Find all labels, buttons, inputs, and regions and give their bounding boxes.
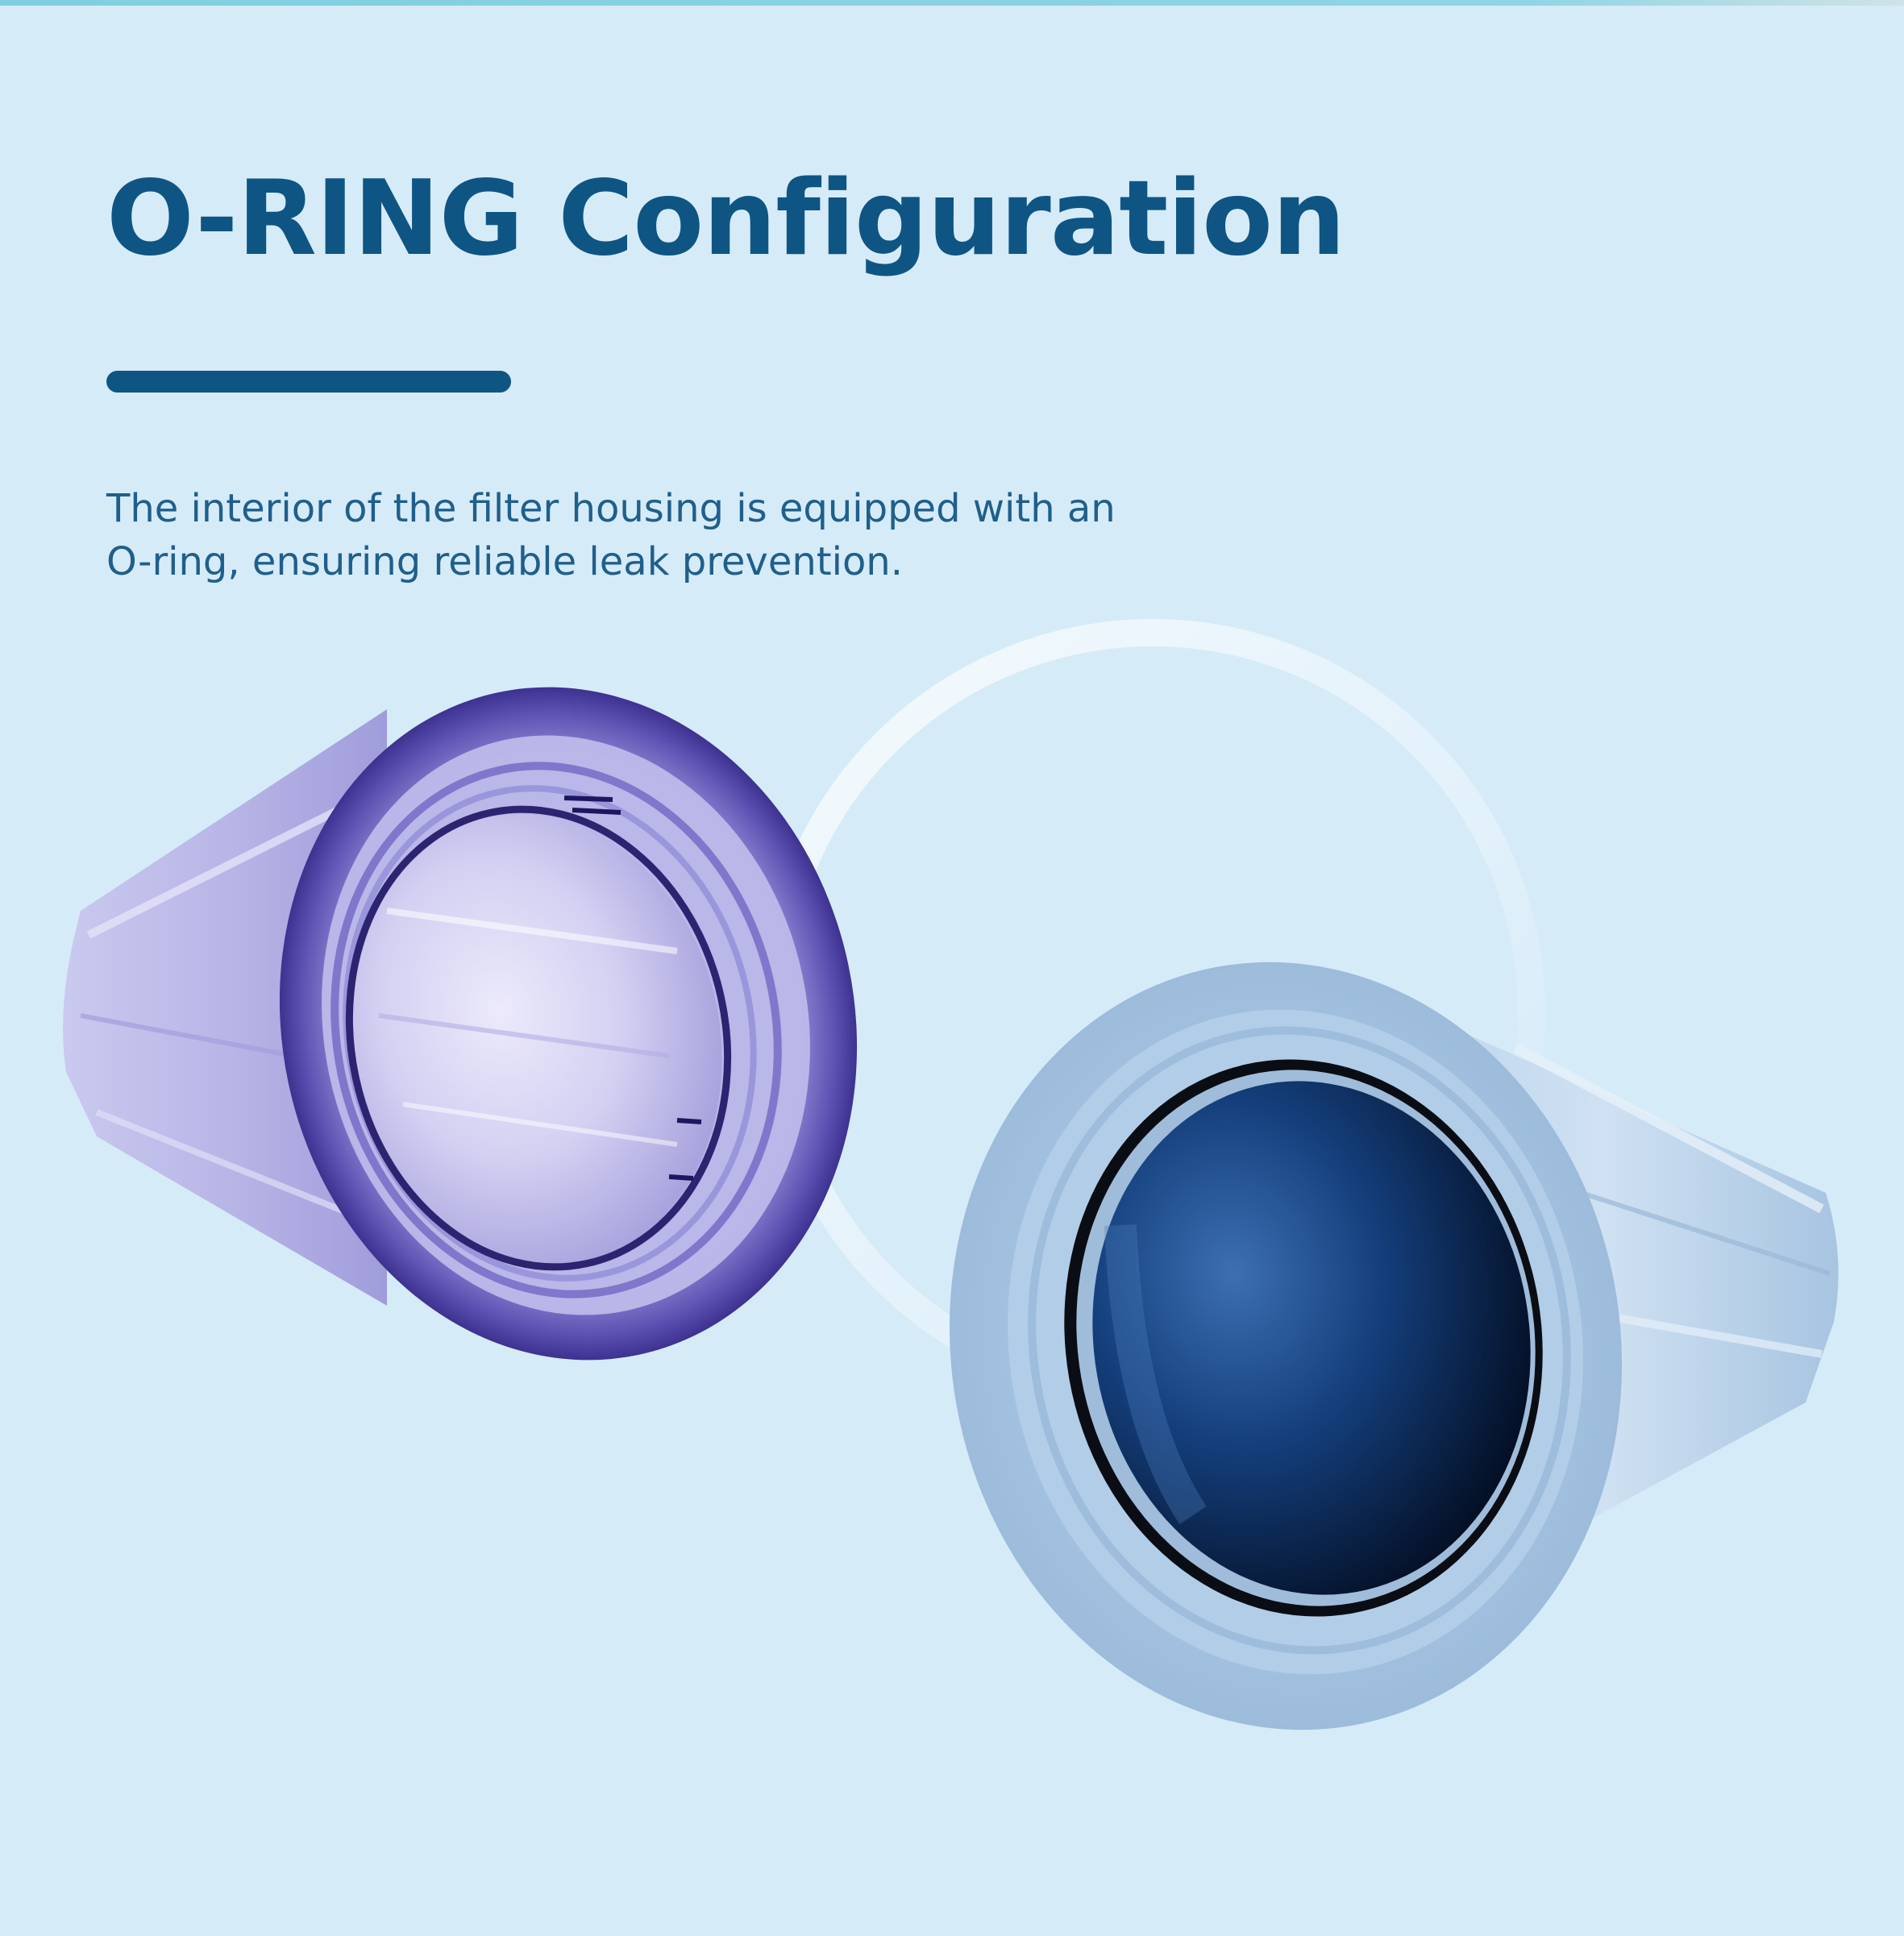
blue-housing-cavity bbox=[1092, 1081, 1531, 1595]
description-line-2: O-ring, ensuring reliable leak preventio… bbox=[106, 539, 903, 584]
title-underline bbox=[106, 371, 511, 393]
description-text: The interior of the filter housing is eq… bbox=[106, 482, 1154, 588]
clear-housing-body bbox=[63, 709, 388, 1306]
description-line-1: The interior of the filter housing is eq… bbox=[106, 486, 1116, 531]
clear-filter-housing bbox=[63, 687, 858, 1361]
top-accent-strip bbox=[0, 0, 1904, 6]
page-title: O-RING Configuration bbox=[106, 159, 1345, 279]
blue-filter-housing bbox=[949, 962, 1839, 1730]
clear-housing-o-ring bbox=[345, 805, 732, 1271]
